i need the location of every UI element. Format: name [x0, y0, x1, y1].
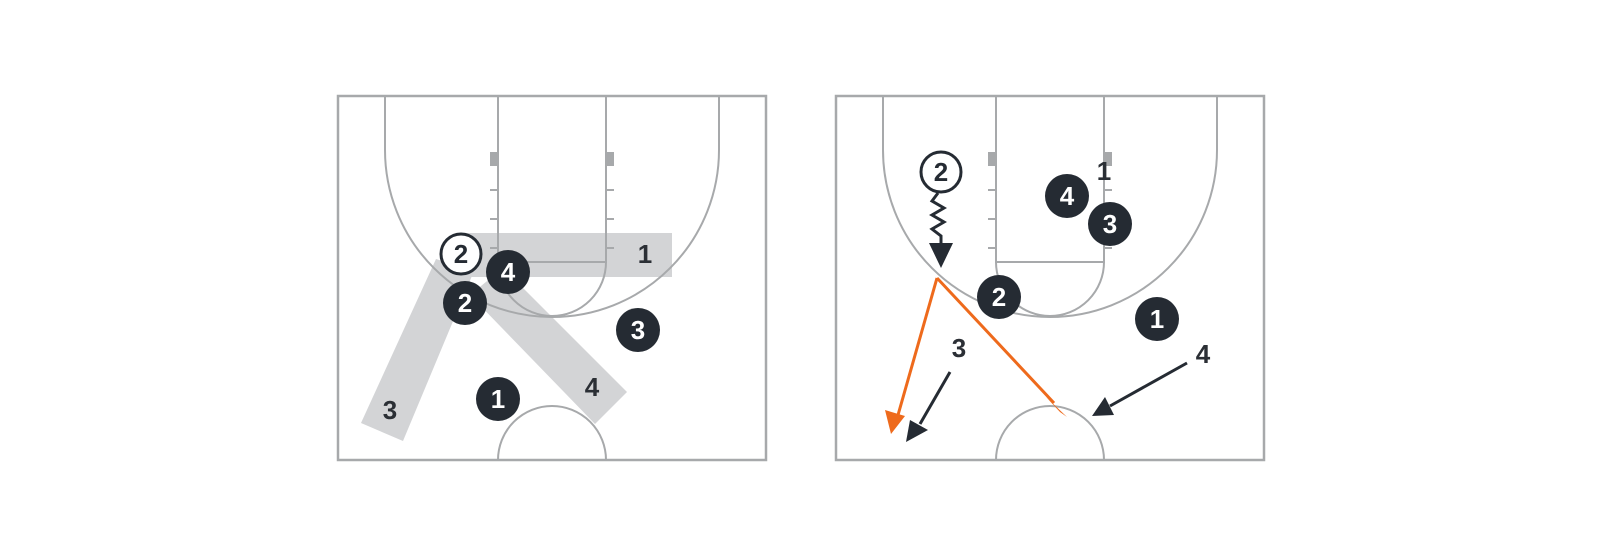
cut-line-4 — [1109, 361, 1188, 408]
player-4: 4 — [486, 250, 530, 294]
dribble-path — [929, 192, 953, 268]
player-ball-handler: 2 — [919, 150, 963, 194]
player-2-marker — [977, 275, 1021, 319]
player-3-marker — [1088, 202, 1132, 246]
left-lane-marks — [490, 152, 614, 249]
right-court-lines — [834, 94, 1266, 462]
player-number: 3 — [1103, 209, 1117, 239]
player-number: 2 — [992, 282, 1006, 312]
player-ball-handler: 2 — [439, 232, 483, 276]
zone-label-4: 4 — [585, 372, 600, 402]
pass-line-to-post — [935, 276, 1056, 405]
left-center-circle — [497, 405, 607, 461]
player-1-marker — [476, 377, 520, 421]
left-court-lines — [336, 94, 768, 462]
cut-arrowhead-3 — [906, 420, 928, 442]
cut-arrows — [906, 361, 1188, 442]
player-number: 4 — [1060, 181, 1075, 211]
left-court-diagram: 1 3 4 2 4 2 3 1 — [336, 94, 768, 462]
label-1: 1 — [1097, 156, 1111, 186]
pass-arrowhead-corner — [885, 410, 905, 434]
player-4-marker — [486, 250, 530, 294]
player-2: 2 — [977, 275, 1021, 319]
player-number: 2 — [454, 239, 468, 269]
label-4: 4 — [1196, 339, 1211, 369]
zone-label-1: 1 — [638, 239, 652, 269]
player-2: 2 — [443, 281, 487, 325]
right-block-mark — [606, 152, 614, 166]
right-court-diagram: 1 3 4 2 4 3 2 1 — [834, 94, 1266, 462]
cut-line-3 — [918, 371, 952, 425]
right-paint — [995, 95, 1105, 263]
right-block-mark — [1104, 152, 1112, 166]
pass-arrowhead-post — [1046, 397, 1067, 417]
player-1: 1 — [476, 377, 520, 421]
label-3: 3 — [952, 333, 966, 363]
player-4-marker — [1045, 174, 1089, 218]
player-4: 4 — [1045, 174, 1089, 218]
dribble-zigzag-line — [929, 192, 947, 244]
zone-band-4 — [470, 268, 627, 424]
player-1-marker — [1135, 297, 1179, 341]
right-center-circle — [995, 405, 1105, 461]
player-3: 3 — [1088, 202, 1132, 246]
player-number: 2 — [458, 288, 472, 318]
left-block-mark — [988, 152, 996, 166]
dribble-arrowhead — [929, 243, 953, 268]
player-number: 4 — [501, 257, 516, 287]
player-number: 2 — [934, 157, 948, 187]
left-paint — [497, 95, 607, 263]
pass-arrows — [885, 276, 1067, 434]
player-1: 1 — [1135, 297, 1179, 341]
left-block-mark — [490, 152, 498, 166]
player-2-ball-marker — [439, 232, 483, 276]
player-number: 3 — [631, 315, 645, 345]
player-2-ball-marker — [919, 150, 963, 194]
player-number: 1 — [491, 384, 505, 414]
pass-line-to-corner — [896, 277, 939, 416]
player-number: 1 — [1150, 304, 1164, 334]
player-2-marker — [443, 281, 487, 325]
zone-label-3: 3 — [383, 395, 397, 425]
cut-arrowhead-4 — [1092, 397, 1114, 416]
player-3-marker — [616, 308, 660, 352]
player-3: 3 — [616, 308, 660, 352]
